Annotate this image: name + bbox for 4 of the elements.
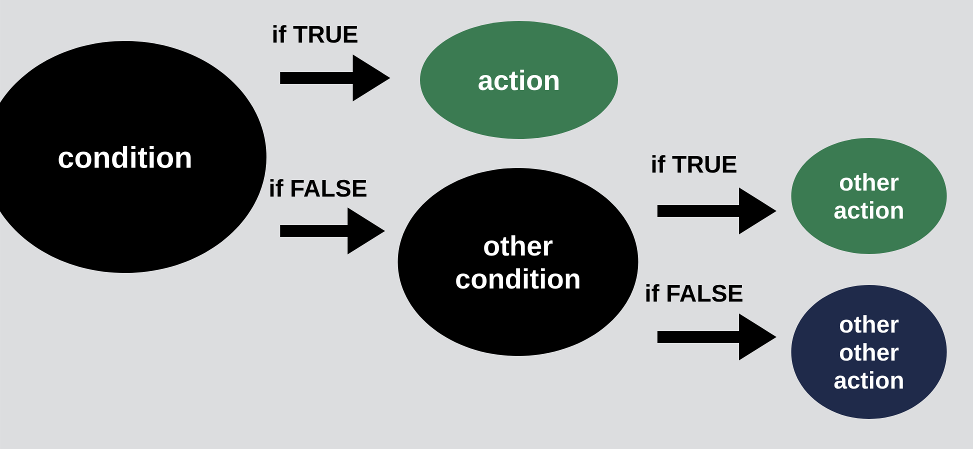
edge-label: if TRUE	[650, 154, 738, 174]
edge-label: if FALSE	[644, 283, 744, 303]
edge-label: if TRUE	[270, 24, 360, 44]
edge-label: if FALSE	[268, 178, 368, 198]
